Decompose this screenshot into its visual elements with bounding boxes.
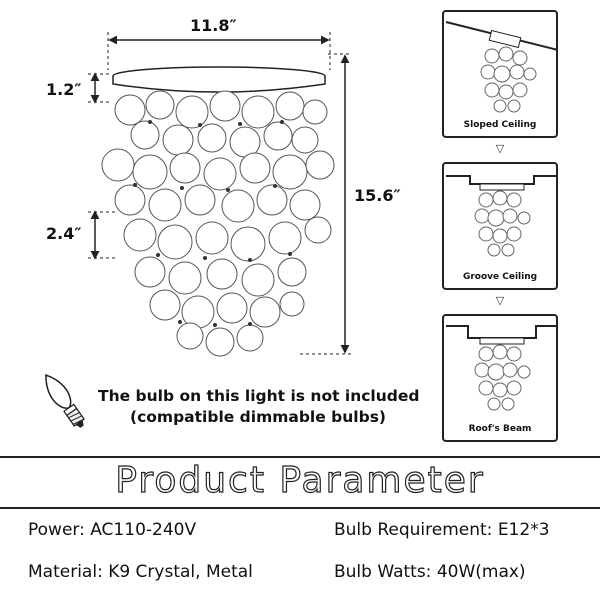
bulb-note-line1: The bulb on this light is not included <box>98 387 420 405</box>
roofs-beam-caption: Roof's Beam <box>468 424 532 434</box>
material-spec: Material: K9 Crystal, Metal <box>28 562 253 582</box>
candle-bulb-icon <box>45 374 85 428</box>
sloped-ceiling-icon <box>445 21 556 113</box>
tier-height-label: 2.4″ <box>46 224 82 243</box>
divider-bottom <box>0 507 600 509</box>
install-groove-ceiling: Groove Ceiling <box>442 162 558 290</box>
arrow-down-icon: ▽ <box>495 294 505 307</box>
chandelier-canopy <box>112 66 326 93</box>
canopy-dimension <box>88 72 112 104</box>
bulb-note-line2: (compatible dimmable bulbs) <box>130 408 386 426</box>
power-spec: Power: AC110-240V <box>28 520 197 540</box>
width-label: 11.8″ <box>190 16 237 35</box>
arrow-down-icon: ▽ <box>495 142 505 155</box>
install-sloped-ceiling: Sloped Ceiling <box>442 10 558 138</box>
canopy-height-label: 1.2″ <box>46 80 82 99</box>
chandelier-diagram <box>45 32 352 428</box>
total-height-dimension <box>300 53 352 355</box>
bulb-requirement-spec: Bulb Requirement: E12*3 <box>334 520 550 540</box>
tier-dimension <box>88 210 118 260</box>
crystal-chains <box>133 120 292 327</box>
bulb-note: The bulb on this light is not included (… <box>98 386 420 428</box>
roofs-beam-icon <box>446 325 556 411</box>
install-roofs-beam: Roof's Beam <box>442 314 558 442</box>
parameter-title: Product Parameter <box>115 459 485 501</box>
width-dimension <box>107 32 331 70</box>
total-height-label: 15.6″ <box>354 186 401 205</box>
bulb-watts-spec: Bulb Watts: 40W(max) <box>334 562 526 582</box>
groove-ceiling-icon <box>446 175 556 257</box>
divider-top <box>0 456 600 458</box>
groove-ceiling-caption: Groove Ceiling <box>462 272 538 282</box>
chandelier-crystals <box>101 90 335 357</box>
sloped-ceiling-caption: Sloped Ceiling <box>463 120 537 130</box>
